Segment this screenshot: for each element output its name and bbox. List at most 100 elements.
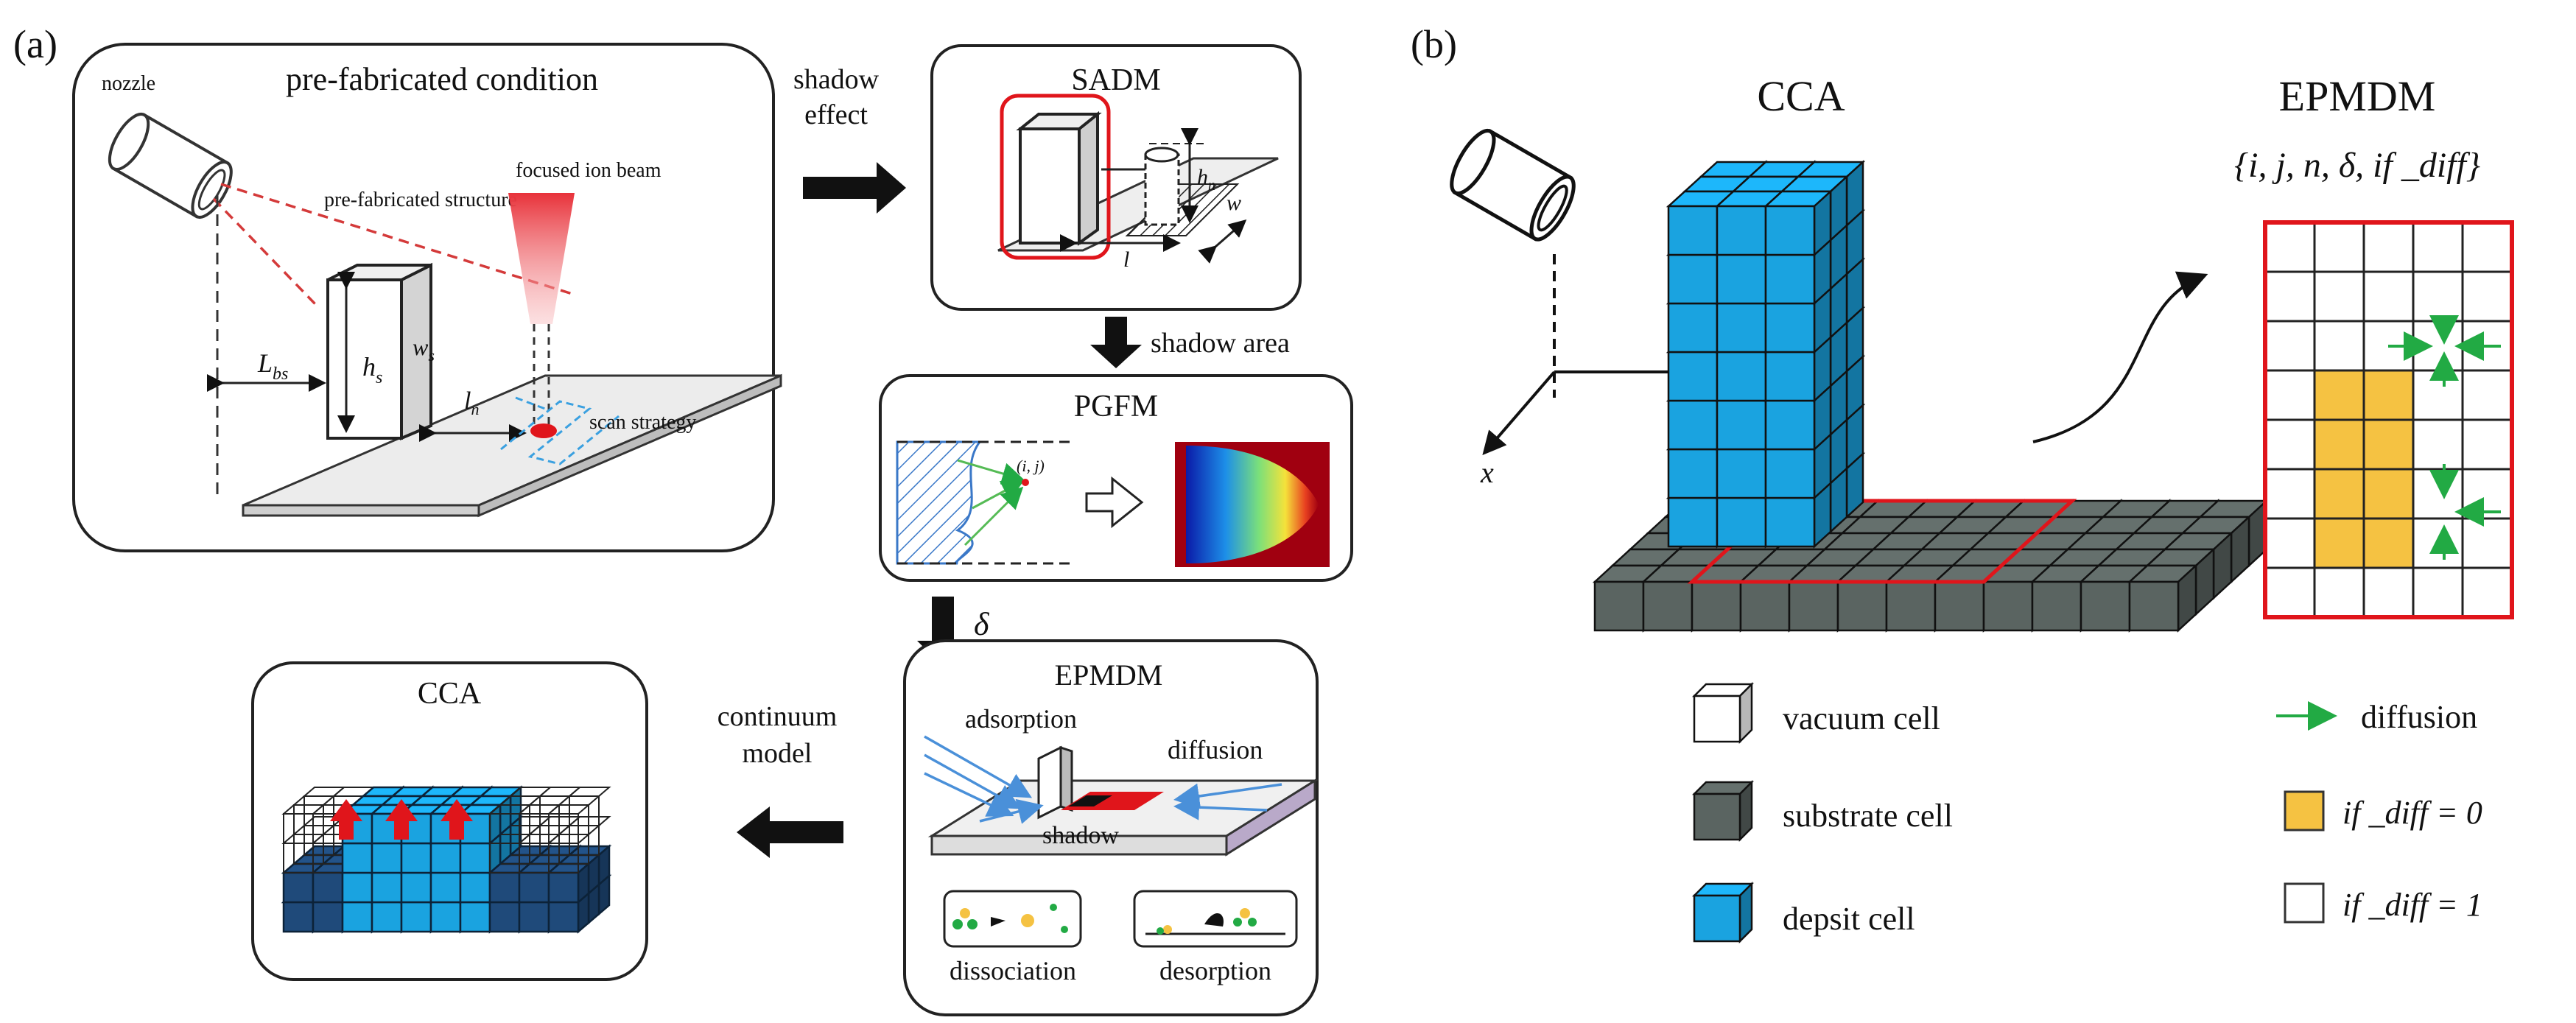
svg-text:shadow: shadow: [793, 64, 880, 95]
epmdm-cell: [2264, 221, 2316, 273]
prefab-panel: pre-fabricated condition nozzle pre-fabr…: [72, 43, 782, 552]
nozzle-label: nozzle: [102, 72, 155, 95]
nozzle-icon: [108, 113, 233, 219]
cca-a-vacuum-cell: [548, 813, 579, 844]
ion-beam-icon: [508, 193, 575, 324]
beam-label: focused ion beam: [516, 159, 661, 182]
pgfm-panel: PGFM (i, j): [879, 374, 1353, 582]
svg-text:dissociation: dissociation: [950, 956, 1076, 985]
svg-text:effect: effect: [804, 99, 868, 130]
epmdm-cell: [2264, 418, 2316, 471]
epmdm-cell: [2264, 517, 2316, 569]
sadm-panel: SADM hn w l: [930, 44, 1302, 311]
svg-text:adsorption: adsorption: [965, 704, 1077, 734]
ln-label: ln: [464, 387, 479, 418]
epmdm-cell: [2264, 270, 2316, 323]
ws-label: ws: [413, 334, 435, 365]
epmdm-cell: [2362, 418, 2415, 471]
svg-text:vacuum cell: vacuum cell: [1783, 700, 1940, 737]
epmdm-cell: [2412, 418, 2464, 471]
epmdm-cell: [2362, 221, 2415, 273]
svg-text:SADM: SADM: [1071, 63, 1160, 97]
svg-text:model: model: [743, 738, 813, 769]
svg-text:diffusion: diffusion: [1168, 735, 1263, 764]
epmdm-cell: [2313, 221, 2365, 273]
legend-b: vacuum cell substrate cell depsit cell d…: [1691, 681, 2482, 944]
scan-pattern: [500, 396, 620, 465]
svg-text:shadow: shadow: [1042, 822, 1119, 849]
svg-text:CCA: CCA: [418, 677, 482, 711]
substrate-cell: [2127, 563, 2199, 633]
epmdm-cell: [2461, 270, 2513, 323]
epmdm-cell: [2461, 369, 2513, 421]
cca-panel-a: CCA: [251, 661, 648, 981]
cca-b-voxels: [1592, 160, 2270, 633]
epmdm-cell: [2362, 369, 2415, 421]
deposit-cell-swatch: [1691, 881, 1755, 944]
axis-x-arrow: [1482, 370, 1556, 456]
epmdm-cell: [2362, 270, 2415, 323]
epmdm-cell: [2264, 320, 2316, 372]
svg-text:δ: δ: [974, 606, 990, 642]
epmdm-cell: [2461, 418, 2513, 471]
substrate-cell-swatch: [1691, 779, 1755, 843]
epmdm-cell: [2362, 517, 2415, 569]
hs-label: hs: [362, 352, 382, 387]
growth-arrow: [441, 799, 473, 840]
epmdm-cell: [2412, 270, 2464, 323]
arrow-shadow-area: shadow area: [1090, 317, 1290, 368]
svg-text:if _diff = 0: if _diff = 0: [2342, 795, 2482, 831]
arrow-continuum-model: continuum model: [717, 701, 843, 858]
epmdm-cell: [2313, 369, 2365, 421]
cca-a-voxels: [281, 785, 612, 934]
epmdm-cell: [2412, 369, 2464, 421]
ij-label: (i, j): [1017, 457, 1045, 475]
legend-vacuum: [1691, 681, 1755, 745]
epmdm-grid-border: [2263, 220, 2514, 619]
deposit-cell: [1763, 189, 1833, 257]
prefab-title: pre-fabricated condition: [286, 61, 598, 97]
cca-a-cell: [546, 862, 592, 904]
epmdm-cell: [2313, 418, 2365, 471]
l-label: l: [1123, 247, 1129, 272]
svg-text:PGFM: PGFM: [1074, 390, 1158, 423]
epmdm-cell: [2313, 566, 2365, 619]
svg-text:desorption: desorption: [1159, 956, 1271, 985]
epmdm-cell: [2313, 270, 2365, 323]
curve-arrow: [2032, 271, 2208, 443]
structure-label: pre-fabricated structure: [324, 189, 517, 211]
epmdm-cell: [2313, 320, 2365, 372]
epmdm-panel: EPMDM adsorption diffusion shadow dissoc…: [903, 639, 1319, 1016]
growth-arrow: [330, 799, 362, 840]
scan-label: scan strategy: [589, 411, 696, 434]
svg-text:continuum: continuum: [717, 701, 838, 732]
epmdm-cell: [2264, 369, 2316, 421]
growth-arrow: [385, 799, 418, 840]
epmdm-cell: [2461, 221, 2513, 273]
svg-text:diffusion: diffusion: [2361, 699, 2477, 735]
vacuum-cell-swatch: [1691, 681, 1755, 745]
cca-title-b: CCA: [1757, 72, 1845, 120]
arrow-shadow-effect: shadow effect: [793, 64, 906, 214]
legend-deposit: [1691, 881, 1755, 944]
svg-text:substrate cell: substrate cell: [1783, 798, 1953, 834]
svg-text:shadow area: shadow area: [1151, 328, 1290, 359]
epmdm-cell: [2264, 468, 2316, 520]
heatmap-icon: [1186, 446, 1319, 563]
epmdm-set: {i, j, n, δ, if _diff}: [2234, 146, 2480, 185]
legend-if0-swatch: [2284, 790, 2325, 832]
epmdm-cell: [2362, 566, 2415, 619]
epmdm-cell: [2412, 221, 2464, 273]
epmdm-cell: [2313, 468, 2365, 520]
legend-if1-swatch: [2284, 882, 2325, 924]
epmdm-cell: [2362, 468, 2415, 520]
svg-text:EPMDM: EPMDM: [1055, 658, 1163, 692]
epmdm-cell: [2313, 517, 2365, 569]
legend-substrate: [1691, 779, 1755, 843]
svg-text:depsit cell: depsit cell: [1783, 901, 1915, 937]
panel-a-label: (a): [13, 22, 57, 66]
nozzle-b-icon: [1450, 128, 1576, 242]
epmdm-cell: [2412, 468, 2464, 520]
epmdm-grid: [2263, 220, 2514, 619]
epmdm-title-b: EPMDM: [2279, 72, 2436, 120]
